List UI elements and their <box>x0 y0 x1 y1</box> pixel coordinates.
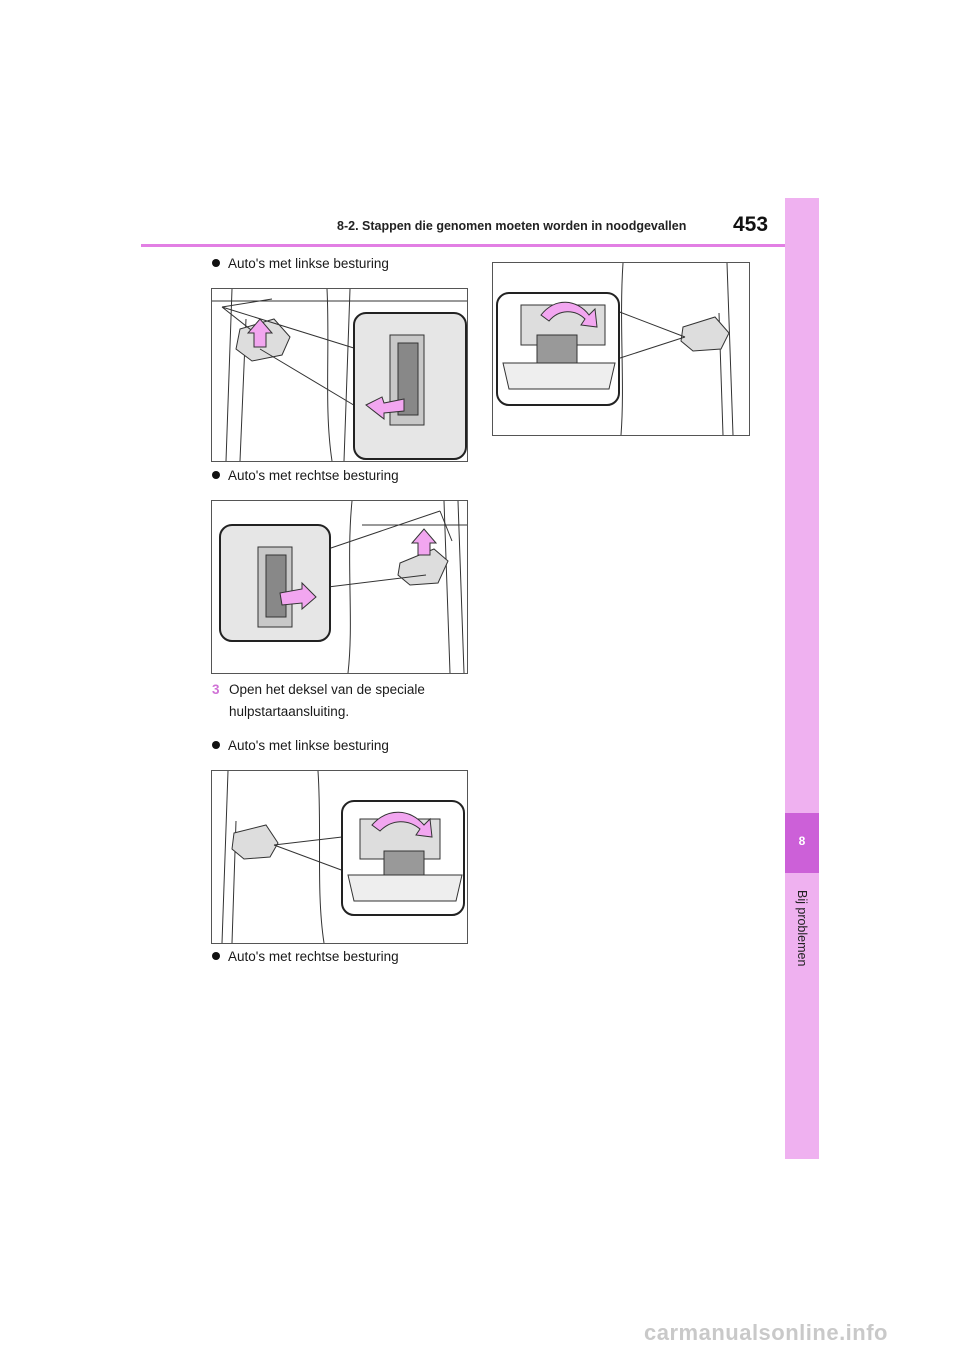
figure-rhd-open-cover <box>492 262 750 436</box>
bullet-icon <box>212 952 220 960</box>
bullet-item: Auto's met linkse besturing <box>212 256 389 271</box>
chapter-number: 8 <box>798 834 806 848</box>
section-title: 8-2. Stappen die genomen moeten worden i… <box>337 219 687 233</box>
figure-rhd-release-clip <box>211 500 468 674</box>
watermark-logo: carmanualsonline.info <box>644 1320 888 1345</box>
chapter-tab-active[interactable] <box>785 813 819 873</box>
step-text: Open het deksel van de speciale hulpstar… <box>229 682 425 719</box>
figure-lhd-release-clip <box>211 288 468 462</box>
bullet-item: Auto's met rechtse besturing <box>212 949 399 964</box>
bullet-icon <box>212 741 220 749</box>
header-divider <box>141 244 785 247</box>
bullet-icon <box>212 471 220 479</box>
bullet-item: Auto's met linkse besturing <box>212 738 389 753</box>
chapter-label: Bij problemen <box>795 890 809 967</box>
figure-lhd-open-cover <box>211 770 468 944</box>
page-number: 453 <box>733 213 769 236</box>
chapter-tab-strip <box>785 198 819 1159</box>
step-number: 3 <box>212 682 220 697</box>
bullet-icon <box>212 259 220 267</box>
bullet-item: Auto's met rechtse besturing <box>212 468 399 483</box>
